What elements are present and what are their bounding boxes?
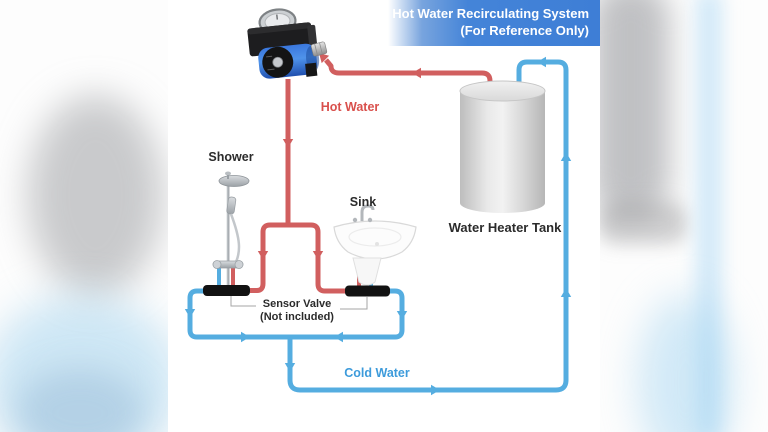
hot-pipe-tank-to-pump (324, 58, 493, 90)
arrow-cold-up-low (560, 288, 572, 297)
arrow-hot-down-shower (257, 251, 269, 260)
shower-illustration (212, 171, 250, 286)
water-heater-tank-label: Water Heater Tank (448, 220, 562, 235)
sensor-valve-label: Sensor Valve (Not included) (242, 298, 352, 324)
title-banner: Hot Water Recirculating System (For Refe… (388, 0, 600, 46)
sensor-valve-label-line1: Sensor Valve (262, 298, 332, 310)
shower-hose (229, 213, 241, 267)
pump-inlet-fitting (310, 41, 328, 57)
blur-blob-gray (28, 95, 163, 295)
hot-water-pipes (231, 58, 493, 294)
arrow-hot-left (412, 67, 421, 79)
hot-pipe-branch (250, 222, 347, 294)
cold-water-label: Cold Water (344, 366, 410, 380)
blurred-backdrop-right (600, 0, 768, 432)
arrow-cold-right-bottom (431, 384, 440, 396)
blur-blob-tank (600, 0, 670, 220)
arrow-hot-down-sink (312, 251, 324, 260)
sensor-valve-shower (203, 285, 250, 296)
arrow-cold-up-high (560, 152, 572, 161)
shower-head (218, 175, 250, 187)
blur-blob-blue (0, 295, 168, 432)
arrow-cold-down-left (184, 309, 196, 318)
cold-flow-arrows (184, 56, 572, 396)
sink-pedestal (352, 257, 382, 286)
blur-blob-blue2 (15, 368, 145, 432)
shower-hand-sprayer (226, 196, 237, 215)
sensor-valve-label-line2: (Not included) (260, 311, 334, 323)
arrow-cold-right-mid (241, 331, 250, 343)
arrow-hot-down-main (282, 139, 294, 148)
arrow-cold-down-center (284, 363, 296, 372)
water-heater-tank-illustration (459, 80, 546, 214)
sink-illustration (333, 204, 417, 286)
banner-subtitle: (For Reference Only) (460, 23, 589, 38)
blurred-backdrop-left (0, 0, 168, 432)
arrow-hot-into-pump (319, 53, 330, 64)
valve-label-pointer-lines (230, 296, 368, 310)
blur-streak-blue (696, 0, 722, 432)
sink-basin (333, 220, 417, 260)
cold-pipe-main-loop (287, 59, 569, 393)
sink-faucet (360, 204, 375, 221)
sink-label: Sink (349, 195, 377, 209)
banner-title: Hot Water Recirculating System (392, 6, 589, 21)
arrow-cold-left-top (537, 56, 546, 68)
sensor-valve-sink (345, 285, 390, 297)
shower-label: Shower (208, 150, 254, 164)
hot-flow-arrows (257, 53, 421, 260)
hot-water-label: Hot Water (320, 100, 380, 114)
blur-blob-text (600, 202, 688, 244)
arrow-cold-down-sink (396, 311, 408, 320)
recirculating-pump-illustration (247, 8, 320, 79)
pump-foot (305, 62, 318, 77)
arrow-cold-left-mid (334, 331, 343, 343)
blur-blob-blue3 (638, 295, 733, 432)
